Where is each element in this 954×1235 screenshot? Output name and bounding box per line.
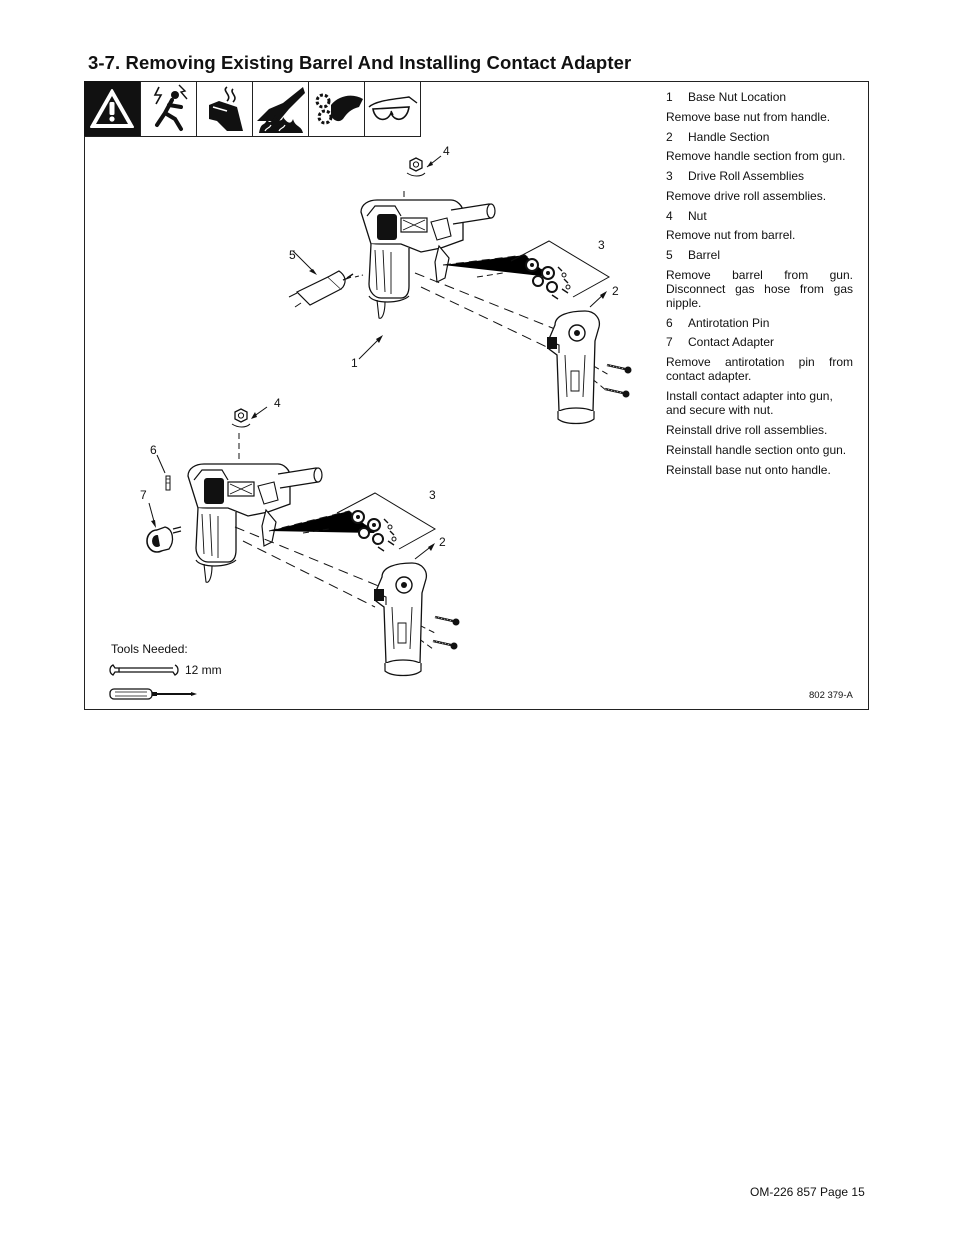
hot-parts-icon [196,81,252,136]
wrench-icon [109,664,179,676]
warning-triangle-icon [84,81,140,136]
callout-2-bottom: 2 [439,535,446,549]
exploded-diagram [146,155,633,677]
closing-step-4: Reinstall base nut onto handle. [666,462,831,477]
page-footer: OM-226 857 Page 15 [750,1185,865,1199]
nut-top [406,157,426,177]
callout-6: 6 [150,443,157,457]
moving-parts-icon [308,81,364,136]
callout-4-top: 4 [443,144,450,158]
step-7-text: Remove antirotation pin from contact ada… [666,354,853,383]
electric-shock-icon [140,81,196,136]
section-title: 3-7. Removing Existing Barrel And Instal… [88,52,632,73]
procedure-frame [84,81,869,710]
wrench-size: 12 mm [185,663,222,677]
callout-3-top: 3 [598,238,605,252]
safety-glasses-icon [364,81,420,136]
callout-1: 1 [351,356,358,370]
screwdriver-icon [109,688,197,700]
step-5-text: Remove barrel from gun. Disconnect gas h… [666,267,853,310]
step-3-text: Remove drive roll assemblies. [666,188,827,203]
barrel-top [288,270,354,308]
closing-step-2: Reinstall drive roll assemblies. [666,422,828,437]
callout-7: 7 [140,488,147,502]
nut-bottom [231,408,251,428]
contact-adapter [146,526,182,553]
step-2-text: Remove handle section from gun. [666,149,846,163]
closing-step-3: Reinstall handle section onto gun. [666,442,847,457]
figure-id: 802 379-A [809,690,853,701]
callout-3-bottom: 3 [429,488,436,502]
fire-hazard-icon [252,81,308,136]
callout-5: 5 [289,248,296,262]
closing-step-1: Install contact adapter into gun, and se… [666,388,833,417]
step-4-text: Remove nut from barrel. [666,228,796,242]
step-1-text: Remove base nut from handle. [666,109,831,124]
safety-icon-strip [84,81,421,137]
callout-2-top: 2 [612,284,619,298]
antirotation-pin [165,475,171,491]
tools-needed-label: Tools Needed: [111,642,188,656]
callout-4-bottom: 4 [274,396,281,410]
